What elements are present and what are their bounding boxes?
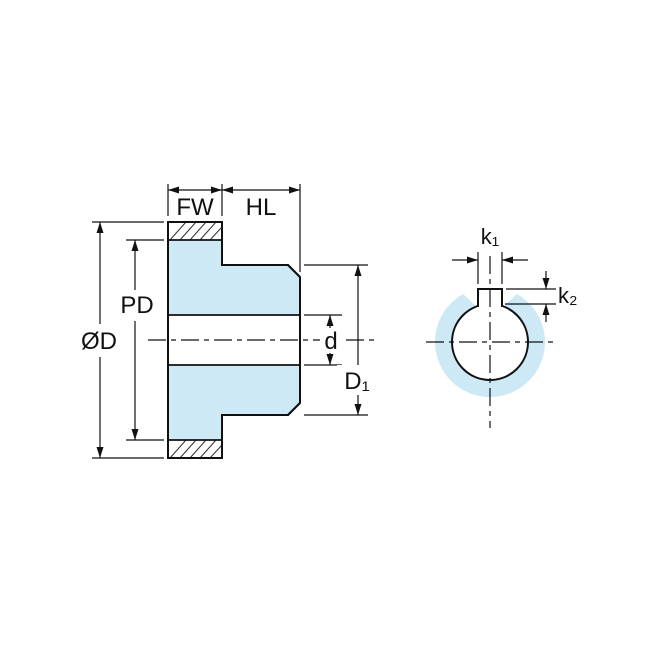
dimension-fw-hl: FW HL	[167, 184, 301, 272]
label-hub-length: HL	[246, 194, 277, 221]
label-bore-diameter: d	[324, 328, 337, 355]
dimension-bore-diameter: d	[304, 314, 342, 366]
tooth-hatch-top	[169, 221, 223, 241]
label-keyway-width: k₁	[481, 224, 499, 249]
gear-outline	[167, 221, 301, 459]
dimension-pitch-diameter: PD	[115, 239, 164, 441]
label-outer-diameter: ØD	[81, 328, 117, 355]
label-pitch-diameter: PD	[120, 292, 153, 319]
label-face-width: FW	[176, 194, 214, 221]
dimension-hub-diameter: D₁	[304, 264, 379, 416]
dimension-outer-diameter: ØD	[76, 221, 164, 459]
dimension-keyway-depth: k₂	[505, 271, 578, 322]
label-hub-diameter: D₁	[344, 368, 369, 395]
label-keyway-depth: k₂	[558, 283, 578, 308]
side-view: FW HL ØD PD	[76, 184, 379, 459]
end-view: k₁ k₂	[426, 224, 578, 428]
dimension-keyway-width: k₁	[452, 224, 528, 284]
tooth-hatch-bottom	[169, 439, 223, 459]
